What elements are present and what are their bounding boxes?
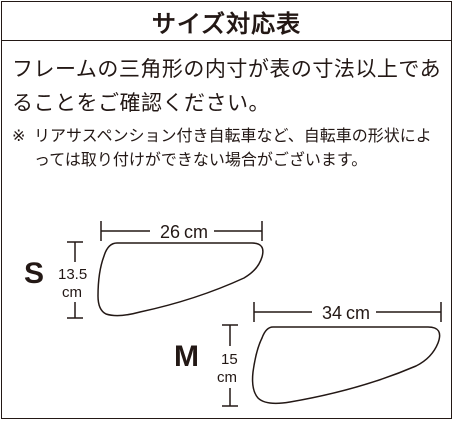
size-s-group: S 26 cm 13.5 cm <box>24 221 264 319</box>
size-s-width-unit: cm <box>184 222 208 242</box>
size-m-width-value: 34 <box>322 303 342 323</box>
size-s-height-unit: cm <box>62 284 82 301</box>
note-mark: ※ <box>12 126 26 145</box>
size-s-label: S <box>24 257 44 290</box>
size-m-width-unit: cm <box>346 303 370 323</box>
main-instruction-text: フレームの三角形の内寸が表の寸法以上であることをご確認ください。 <box>12 57 442 115</box>
note-body: リアサスペンション付き自転車など、自転車の形状によっては取り付けができない場合が… <box>34 126 432 169</box>
size-m-height-unit: cm <box>217 369 237 386</box>
size-m-label: M <box>174 340 199 373</box>
size-s-width-value: 26 <box>160 222 180 242</box>
title-bar: サイズ対応表 <box>2 2 451 41</box>
size-m-frame-shape <box>251 326 441 405</box>
size-m-height-value: 15 <box>221 351 238 368</box>
size-s-frame-shape <box>97 242 264 317</box>
size-s-height-value: 13.5 <box>58 266 87 283</box>
size-m-group: M 34 cm 15 cm <box>174 302 442 407</box>
page-title: サイズ対応表 <box>151 9 302 38</box>
